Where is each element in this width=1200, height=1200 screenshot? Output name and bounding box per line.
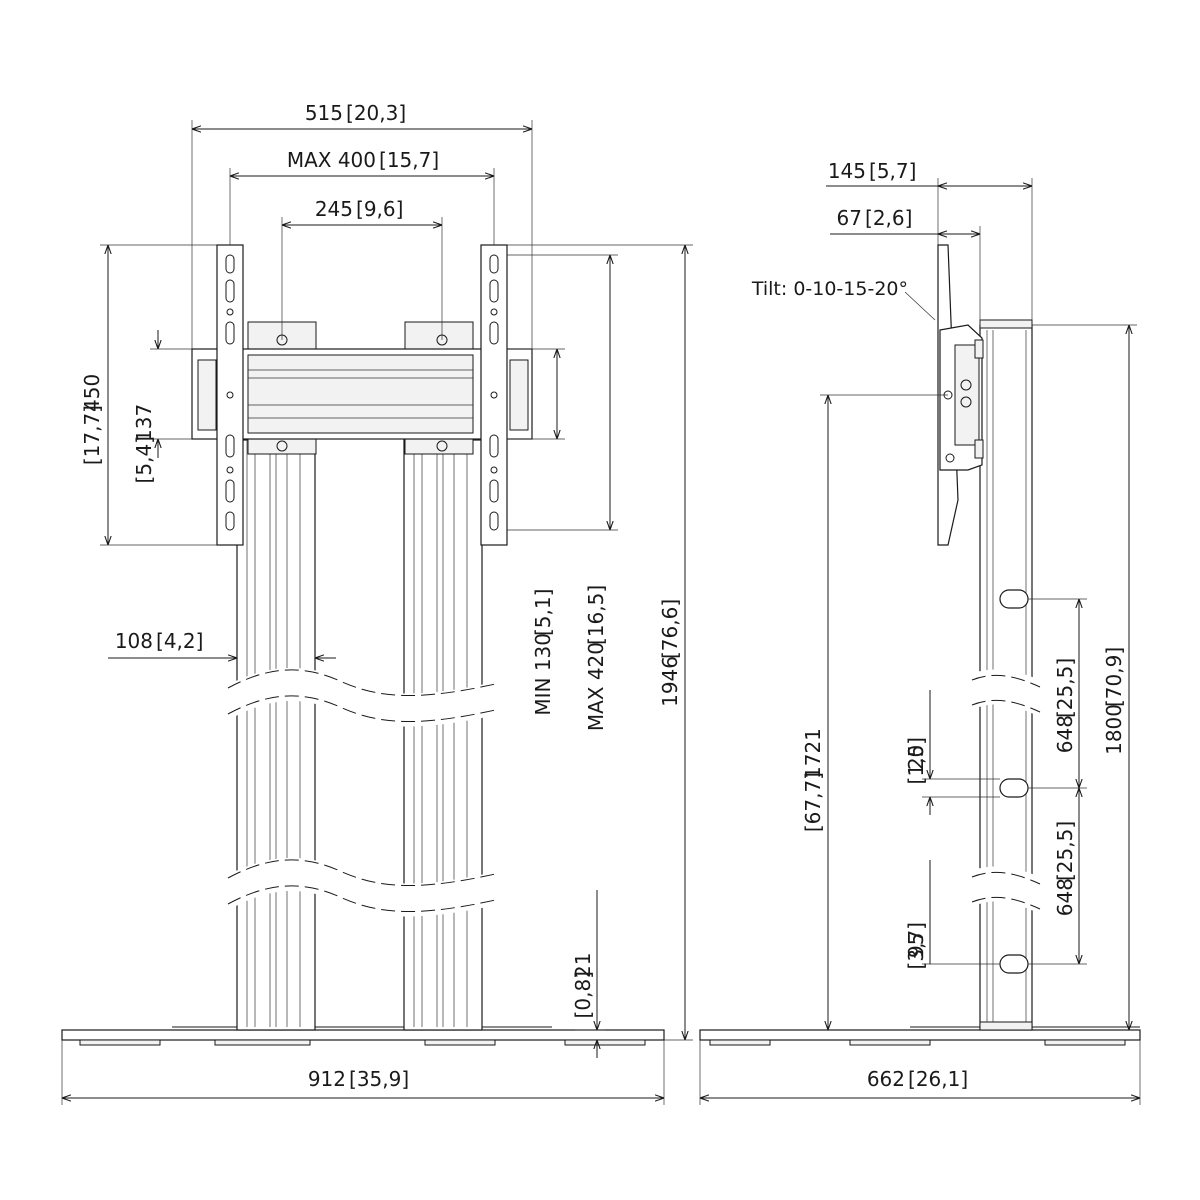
dim-depth-min: 67 [2,6] — [830, 206, 981, 325]
dim-overall-width-in: [20,3] — [346, 101, 406, 125]
dim-overall-width: 515 [20,3] — [191, 101, 533, 349]
dim-hole-spacing-lower-in: [25,5] — [1053, 821, 1077, 881]
front-view: 515 [20,3] MAX 400 [15,7] 245 [9,6] 450 … — [61, 101, 693, 1105]
dim-hole-diameter-mm: 25 — [904, 745, 928, 770]
dim-hole-diameter: 25 [1,0] — [904, 690, 1000, 815]
dim-bottom-offset: 95 [3,7] — [904, 860, 1000, 969]
front-vesa-arm-right — [480, 244, 508, 546]
side-column-break-upper — [968, 669, 1044, 716]
dim-base-thickness: 21 [0,8] — [571, 890, 605, 1058]
dim-bracket-height-mm: 450 — [80, 374, 104, 412]
dim-depth-min-mm: 67 — [837, 206, 862, 230]
dim-base-width: 912 [35,9] — [61, 1040, 665, 1105]
dim-base-thickness-in: [0,8] — [571, 971, 595, 1018]
dim-base-width-in: [35,9] — [349, 1067, 409, 1091]
dim-total-height-mm: 1946 — [658, 656, 682, 707]
dim-column-width-mm: 108 — [115, 629, 153, 653]
dim-vesa-max-horizontal: MAX 400 [15,7] — [229, 148, 495, 245]
side-view: Tilt: 0-10-15-20° 145 [5,7] 67 [2,6] 180… — [699, 159, 1141, 1105]
dim-base-depth-mm: 662 — [867, 1067, 905, 1091]
dim-base-depth-in: [26,1] — [908, 1067, 968, 1091]
front-column-right — [403, 439, 483, 1031]
front-column-left — [236, 439, 316, 1031]
front-horizontal-rail — [191, 348, 533, 440]
dim-depth-min-in: [2,6] — [865, 206, 912, 230]
front-column-caps — [247, 321, 474, 455]
dim-vesa-max-vertical: MAX 420 [16,5] — [507, 254, 618, 731]
dim-hole-diameter-in: [1,0] — [904, 737, 928, 784]
dim-vesa-min-vertical-in: [5,1] — [531, 589, 555, 636]
dim-column-height-in: [70,9] — [1102, 647, 1126, 707]
dim-vesa-max-horizontal-in: [15,7] — [379, 148, 439, 172]
dim-total-height: 1946 [76,6] — [507, 244, 693, 1041]
dim-vesa-min-vertical: MIN 130 [5,1] — [507, 348, 565, 716]
dim-bottom-offset-mm: 95 — [904, 933, 928, 958]
dim-base-thickness-mm: 21 — [571, 953, 595, 978]
dim-overall-width-mm: 515 — [305, 101, 343, 125]
dim-hole-spacing-lower-mm: 648 — [1053, 878, 1077, 916]
dim-base-depth: 662 [26,1] — [699, 1040, 1141, 1105]
dim-vesa-max-vertical-mm: MAX 420 — [584, 642, 608, 731]
front-base-plate — [61, 1026, 665, 1046]
dim-hole-spacing-upper: 648 [25,5] — [1028, 598, 1087, 789]
side-base-plate — [699, 1026, 1141, 1046]
dim-column-spacing-in: [9,6] — [356, 197, 403, 221]
dim-rail-height-in: [5,4] — [132, 436, 156, 483]
dim-base-width-mm: 912 — [308, 1067, 346, 1091]
dim-vesa-max-vertical-in: [16,5] — [584, 585, 608, 645]
dim-column-spacing-mm: 245 — [315, 197, 353, 221]
dim-column-height: 1800 [70,9] — [1032, 324, 1137, 1030]
dim-center-height: 1721 [67,7] — [801, 394, 948, 1030]
dim-column-height-mm: 1800 — [1102, 704, 1126, 755]
dim-column-width-in: [4,2] — [156, 629, 203, 653]
dim-bracket-height: 450 [17,7] — [80, 244, 217, 546]
dim-hole-spacing-upper-mm: 648 — [1053, 715, 1077, 753]
dim-vesa-max-horizontal-mm: MAX 400 — [287, 148, 376, 172]
dim-column-width: 108 [4,2] — [108, 629, 336, 658]
dim-center-height-mm: 1721 — [801, 728, 825, 779]
front-vesa-arm-left — [216, 244, 244, 546]
dim-total-height-in: [76,6] — [658, 599, 682, 659]
dim-rail-height: 137 [5,4] — [132, 330, 192, 483]
dim-hole-spacing-lower: 648 [25,5] — [1028, 788, 1087, 965]
side-column-break-lower — [968, 866, 1044, 913]
tilt-range-label: Tilt: 0-10-15-20° — [751, 278, 908, 300]
dim-depth-max-in: [5,7] — [869, 159, 916, 183]
front-column-break-lower — [223, 857, 502, 917]
dim-depth-max-mm: 145 — [828, 159, 866, 183]
dim-bottom-offset-in: [3,7] — [904, 922, 928, 969]
dim-depth-max: 145 [5,7] — [826, 159, 1033, 320]
dim-bracket-height-in: [17,7] — [80, 405, 104, 465]
dim-hole-spacing-upper-in: [25,5] — [1053, 658, 1077, 718]
dim-center-height-in: [67,7] — [801, 772, 825, 832]
tilt-callout: Tilt: 0-10-15-20° — [751, 278, 936, 321]
front-column-break-upper — [223, 667, 502, 727]
dim-column-spacing: 245 [9,6] — [281, 197, 443, 340]
dim-vesa-min-vertical-mm: MIN 130 — [531, 633, 555, 716]
dim-rail-height-mm: 137 — [132, 404, 156, 442]
